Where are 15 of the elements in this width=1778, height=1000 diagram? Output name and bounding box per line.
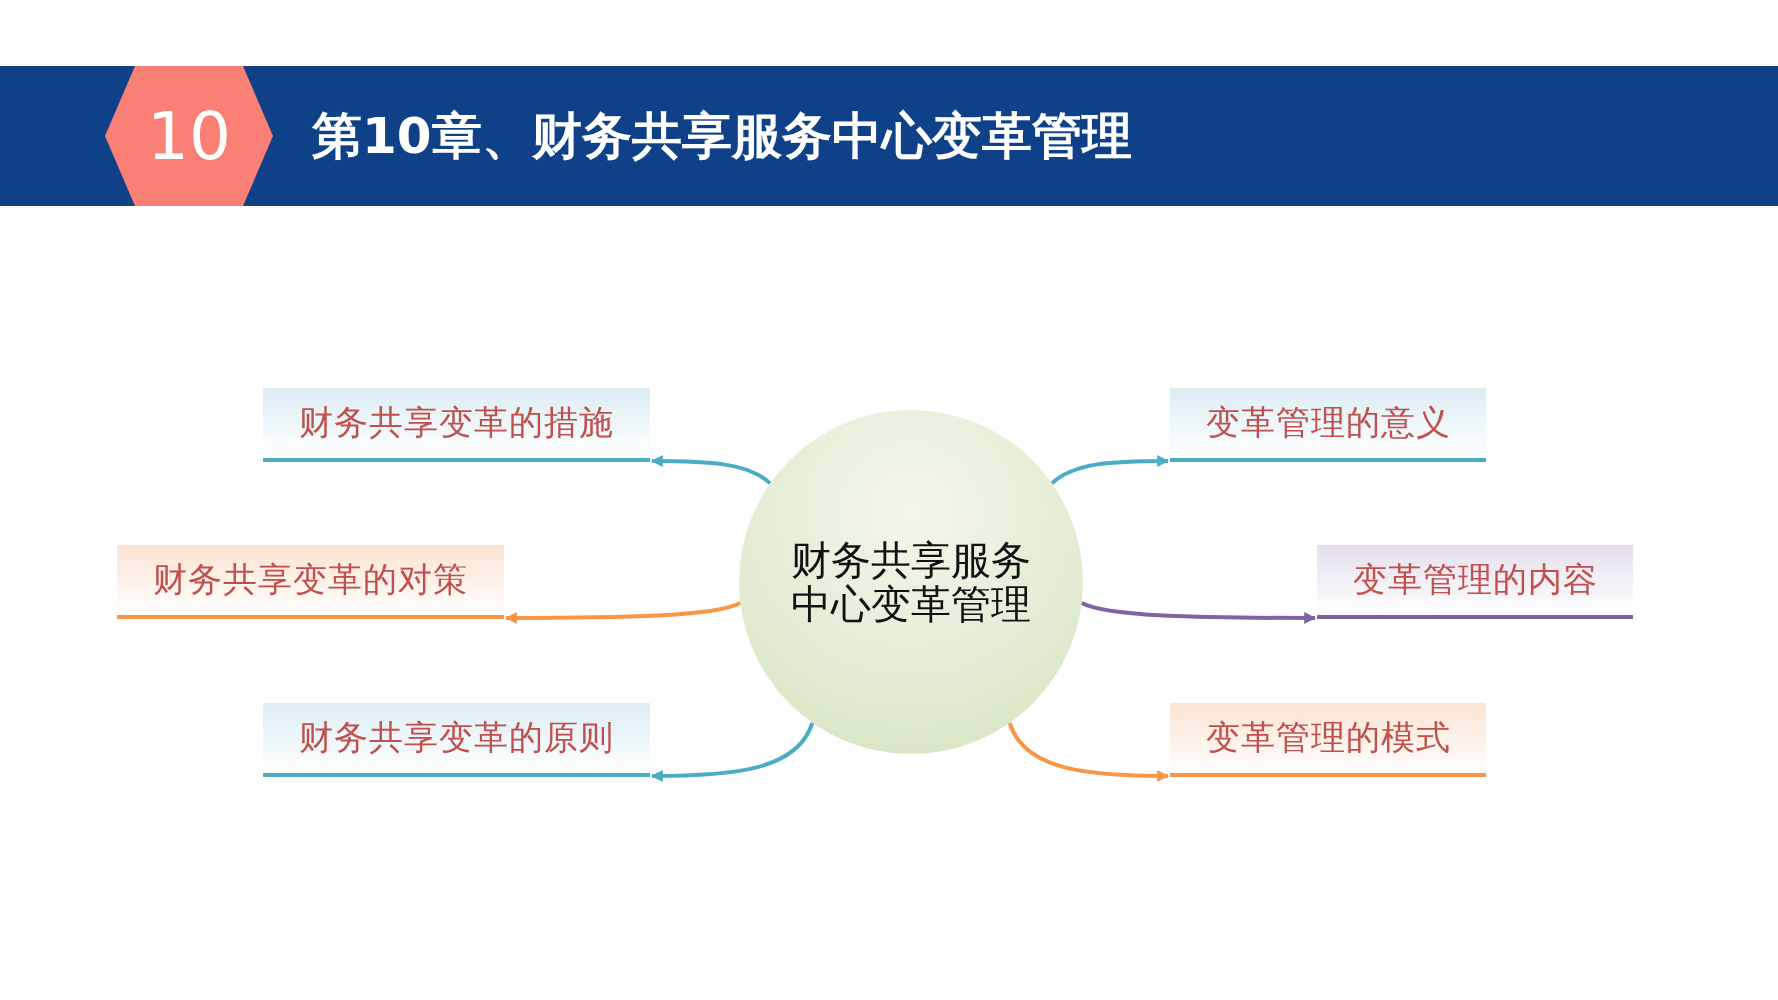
topic-box: 财务共享变革的原则 (263, 703, 650, 777)
arrow (504, 601, 742, 624)
arrow (650, 722, 815, 782)
topic-box: 变革管理的意义 (1170, 388, 1486, 462)
topic-box: 变革管理的模式 (1170, 703, 1486, 777)
topic-box: 变革管理的内容 (1317, 545, 1633, 619)
center-circle: 财务共享服务中心变革管理 (739, 410, 1083, 754)
number-hexagon: 10 (105, 66, 273, 206)
arrow (650, 455, 772, 485)
arrow (1050, 455, 1170, 485)
topic-box: 财务共享变革的对策 (117, 545, 504, 619)
arrow (1080, 601, 1317, 624)
arrow (1007, 722, 1170, 782)
title: 第10章、财务共享服务中心变革管理 (312, 106, 1132, 167)
topic-box: 财务共享变革的措施 (263, 388, 650, 462)
